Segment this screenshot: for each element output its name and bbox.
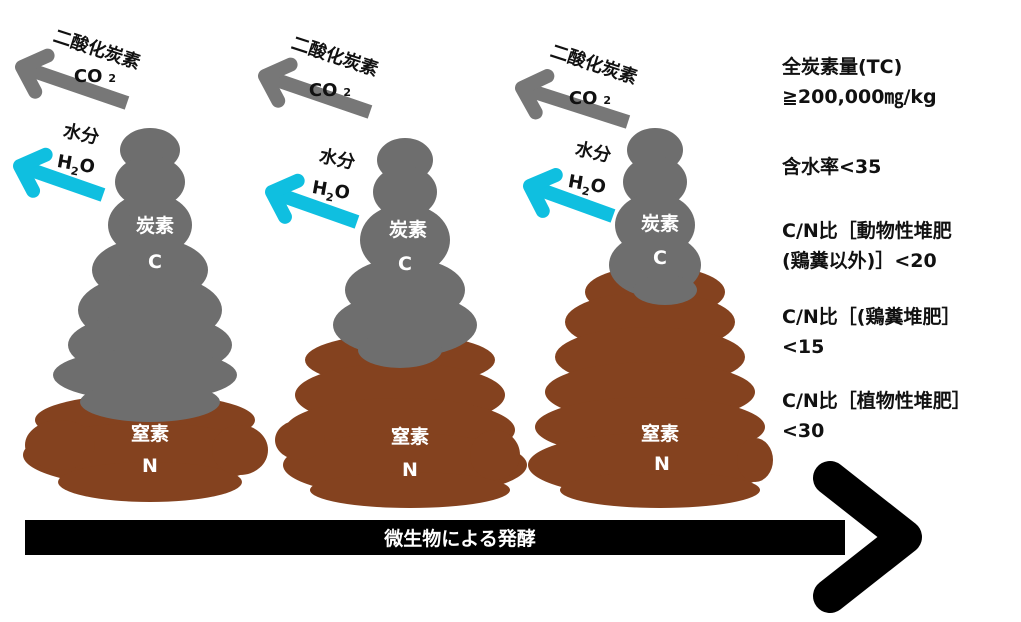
water-formula-sub: 2 — [70, 164, 80, 178]
criteria-line: 含水率<35 — [782, 156, 882, 178]
water-formula-sub: 2 — [325, 190, 335, 204]
criteria-cn-plant: C/N比［植物性堆肥］ <30 — [782, 386, 971, 446]
compost-pile-1: 炭素 C 窒素 N — [23, 128, 268, 502]
carbon-symbol: C — [653, 247, 667, 269]
carbon-label: 炭素 — [641, 212, 679, 235]
carbon-label: 炭素 — [136, 214, 174, 237]
water-formula-o: O — [589, 175, 608, 198]
co2-arrow-icon — [15, 48, 130, 110]
co2-arrow-icon — [258, 57, 373, 119]
water-label: 水分 — [573, 138, 613, 167]
co2-formula-sub: 2 — [108, 72, 116, 85]
carbon-label: 炭素 — [389, 218, 427, 241]
criteria-cn-chicken: C/N比［(鶏糞堆肥］ <15 — [782, 302, 960, 362]
nitrogen-label: 窒素 — [391, 425, 429, 448]
water-formula: H2O — [566, 171, 608, 201]
water-arrow-icon — [265, 173, 360, 229]
criteria-total-carbon: 全炭素量(TC) ≧200,000㎎/kg — [782, 52, 937, 112]
criteria-line: <30 — [782, 420, 825, 442]
water-formula-o: O — [78, 155, 97, 178]
co2-formula-main: CO — [569, 88, 598, 109]
nitrogen-mass — [275, 334, 527, 508]
water-arrow-icon — [523, 168, 616, 223]
co2-formula-sub: 2 — [343, 86, 351, 99]
water-formula: H2O — [55, 151, 97, 181]
compost-pile-2: 炭素 C 窒素 N — [275, 138, 527, 508]
water-formula-o: O — [333, 181, 352, 204]
compost-pile-3: 炭素 C 窒素 N — [528, 128, 773, 508]
criteria-cn-animal: C/N比［動物性堆肥 (鶏糞以外)］<20 — [782, 216, 952, 276]
criteria-line: ≧200,000㎎/kg — [782, 86, 937, 108]
co2-formula-main: CO — [309, 80, 338, 101]
water-formula-sub: 2 — [581, 184, 591, 198]
carbon-mass — [53, 128, 237, 422]
water-arrow-icon — [13, 147, 106, 202]
nitrogen-label: 窒素 — [131, 422, 169, 445]
co2-formula: CO 2 — [309, 80, 351, 101]
criteria-line: <15 — [782, 336, 825, 358]
co2-formula-main: CO — [74, 66, 103, 87]
criteria-line: C/N比［動物性堆肥 — [782, 220, 952, 242]
water-formula-h: H — [566, 171, 584, 194]
nitrogen-symbol: N — [142, 455, 158, 477]
water-formula-h: H — [310, 177, 328, 200]
water-formula-h: H — [55, 151, 73, 174]
criteria-moisture: 含水率<35 — [782, 152, 881, 182]
process-label: 微生物による発酵 — [383, 527, 535, 550]
criteria-line: C/N比［植物性堆肥］ — [782, 390, 971, 412]
water-label: 水分 — [61, 120, 101, 149]
nitrogen-symbol: N — [402, 459, 418, 481]
co2-label: 二酸化炭素 — [548, 40, 640, 89]
nitrogen-symbol: N — [654, 453, 670, 475]
co2-formula: CO 2 — [74, 66, 116, 87]
water-label: 水分 — [317, 145, 357, 174]
criteria-line: C/N比［(鶏糞堆肥］ — [782, 306, 961, 328]
carbon-symbol: C — [148, 251, 162, 273]
co2-label: 二酸化炭素 — [289, 32, 381, 81]
process-arrow: 微生物による発酵 — [25, 461, 922, 613]
co2-formula: CO 2 — [569, 88, 611, 109]
criteria-line: (鶏糞以外)］<20 — [782, 250, 937, 272]
nitrogen-label: 窒素 — [641, 422, 679, 445]
co2-arrow-icon — [515, 69, 631, 129]
criteria-line: 全炭素量(TC) — [782, 56, 903, 78]
nitrogen-mass — [528, 266, 773, 508]
co2-formula-sub: 2 — [603, 94, 611, 107]
water-formula: H2O — [310, 177, 352, 207]
carbon-mass — [333, 138, 477, 368]
carbon-symbol: C — [398, 253, 412, 275]
carbon-mass — [609, 128, 701, 305]
